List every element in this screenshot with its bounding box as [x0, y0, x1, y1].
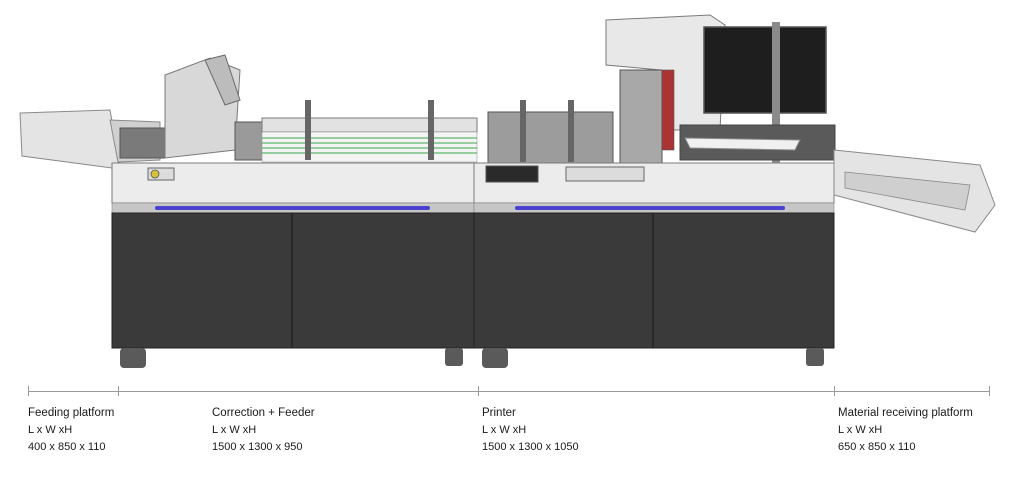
- dimension-tick: [834, 386, 835, 396]
- section-name: Material receiving platform: [838, 407, 973, 419]
- wheels: [120, 348, 824, 368]
- section-correction-feeder: Correction + Feeder L x W xH 1500 x 1300…: [212, 405, 315, 456]
- section-name: Printer: [482, 407, 516, 419]
- section-dims: 1500 x 1300 x 1050: [482, 441, 579, 453]
- dimension-tick: [478, 386, 479, 396]
- section-dims: 650 x 850 x 110: [838, 441, 916, 453]
- section-feeding-platform: Feeding platform L x W xH 400 x 850 x 11…: [28, 405, 114, 456]
- status-light-band: [111, 202, 835, 214]
- dimension-tick: [989, 386, 990, 396]
- section-dims-label: L x W xH: [482, 424, 527, 436]
- section-material-receiving-platform: Material receiving platform L x W xH 650…: [838, 405, 973, 456]
- section-name: Feeding platform: [28, 407, 115, 419]
- dimension-tick: [118, 386, 119, 396]
- printer-mechanism: [487, 14, 836, 170]
- section-dims-label: L x W xH: [28, 424, 73, 436]
- section-dims: 400 x 850 x 110: [28, 441, 106, 453]
- counter-panels: [111, 162, 835, 204]
- material-receiving-platform: [833, 149, 996, 233]
- lower-cabinets: [111, 212, 835, 349]
- machine-illustration: [19, 14, 996, 368]
- dimension-line: [28, 391, 990, 392]
- feeder-mechanism: [164, 54, 478, 163]
- dimension-tick: [28, 386, 29, 396]
- section-printer: Printer L x W xH 1500 x 1300 x 1050: [482, 405, 579, 456]
- section-name: Correction + Feeder: [212, 407, 315, 419]
- section-dims-label: L x W xH: [838, 424, 883, 436]
- section-dims: 1500 x 1300 x 950: [212, 441, 303, 453]
- feeding-platform: [19, 109, 166, 169]
- section-dims-label: L x W xH: [212, 424, 257, 436]
